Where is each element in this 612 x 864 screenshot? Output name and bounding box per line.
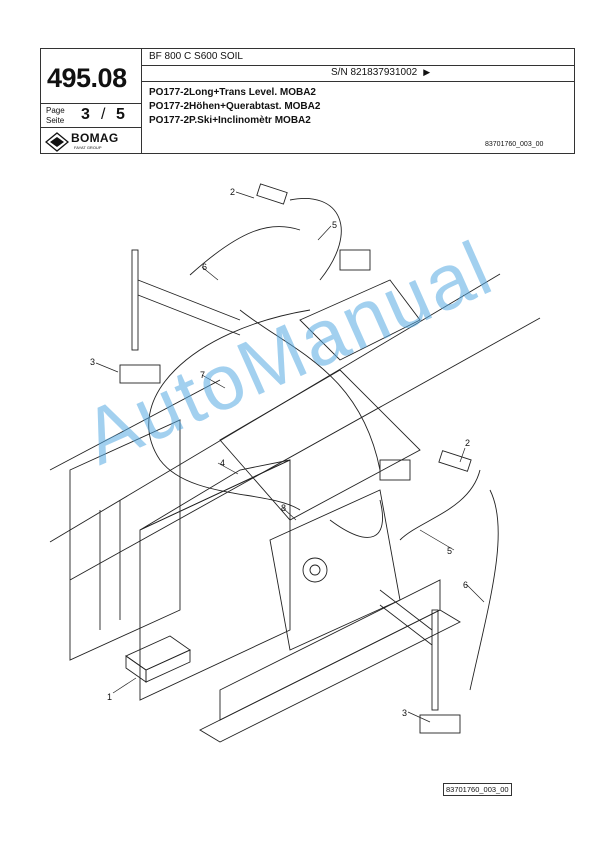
callout-2-top: 2 <box>230 187 235 197</box>
page-label-de: Seite <box>46 116 65 125</box>
parts-header: BF 800 C S600 SOIL S/N 821837931002▶ PO1… <box>40 48 575 154</box>
machine-model: BF 800 C S600 SOIL <box>149 51 243 62</box>
next-arrow-icon[interactable]: ▶ <box>423 67 431 77</box>
callout-2-right: 2 <box>465 438 470 448</box>
callout-3-right: 3 <box>402 708 407 718</box>
logo-subtitle: FAYAT GROUP <box>74 145 102 150</box>
assembly-title-fr: PO177-2P.Ski+Inclinomètr MOBA2 <box>149 115 311 126</box>
parts-drawing: 2 5 6 3 7 4 8 2 5 6 1 3 <box>49 183 541 743</box>
document-number: 83701760_003_00 <box>485 141 544 148</box>
bomag-diamond-icon <box>45 132 69 152</box>
drawing-reference: 83701760_003_00 <box>443 783 512 796</box>
group-number: 495.08 <box>47 63 127 93</box>
callout-1: 1 <box>107 692 112 702</box>
serial-number: S/N 821837931002▶ <box>331 67 431 78</box>
page-separator: / <box>101 106 106 123</box>
callout-7: 7 <box>200 370 205 380</box>
assembly-title-de: PO177-2Höhen+Querabtast. MOBA2 <box>149 101 321 112</box>
callout-6-top: 6 <box>202 262 207 272</box>
page-current: 3 <box>81 106 90 123</box>
bomag-logo: BOMAG <box>71 131 119 145</box>
page-total: 5 <box>116 106 125 123</box>
callout-3-left: 3 <box>90 357 95 367</box>
callout-5-top: 5 <box>332 220 337 230</box>
page-label-en: Page <box>46 106 65 115</box>
assembly-title-en: PO177-2Long+Trans Level. MOBA2 <box>149 87 316 98</box>
callout-4: 4 <box>220 458 225 468</box>
callout-6-right: 6 <box>463 580 468 590</box>
callout-8: 8 <box>281 503 286 513</box>
callout-5-right: 5 <box>447 546 452 556</box>
